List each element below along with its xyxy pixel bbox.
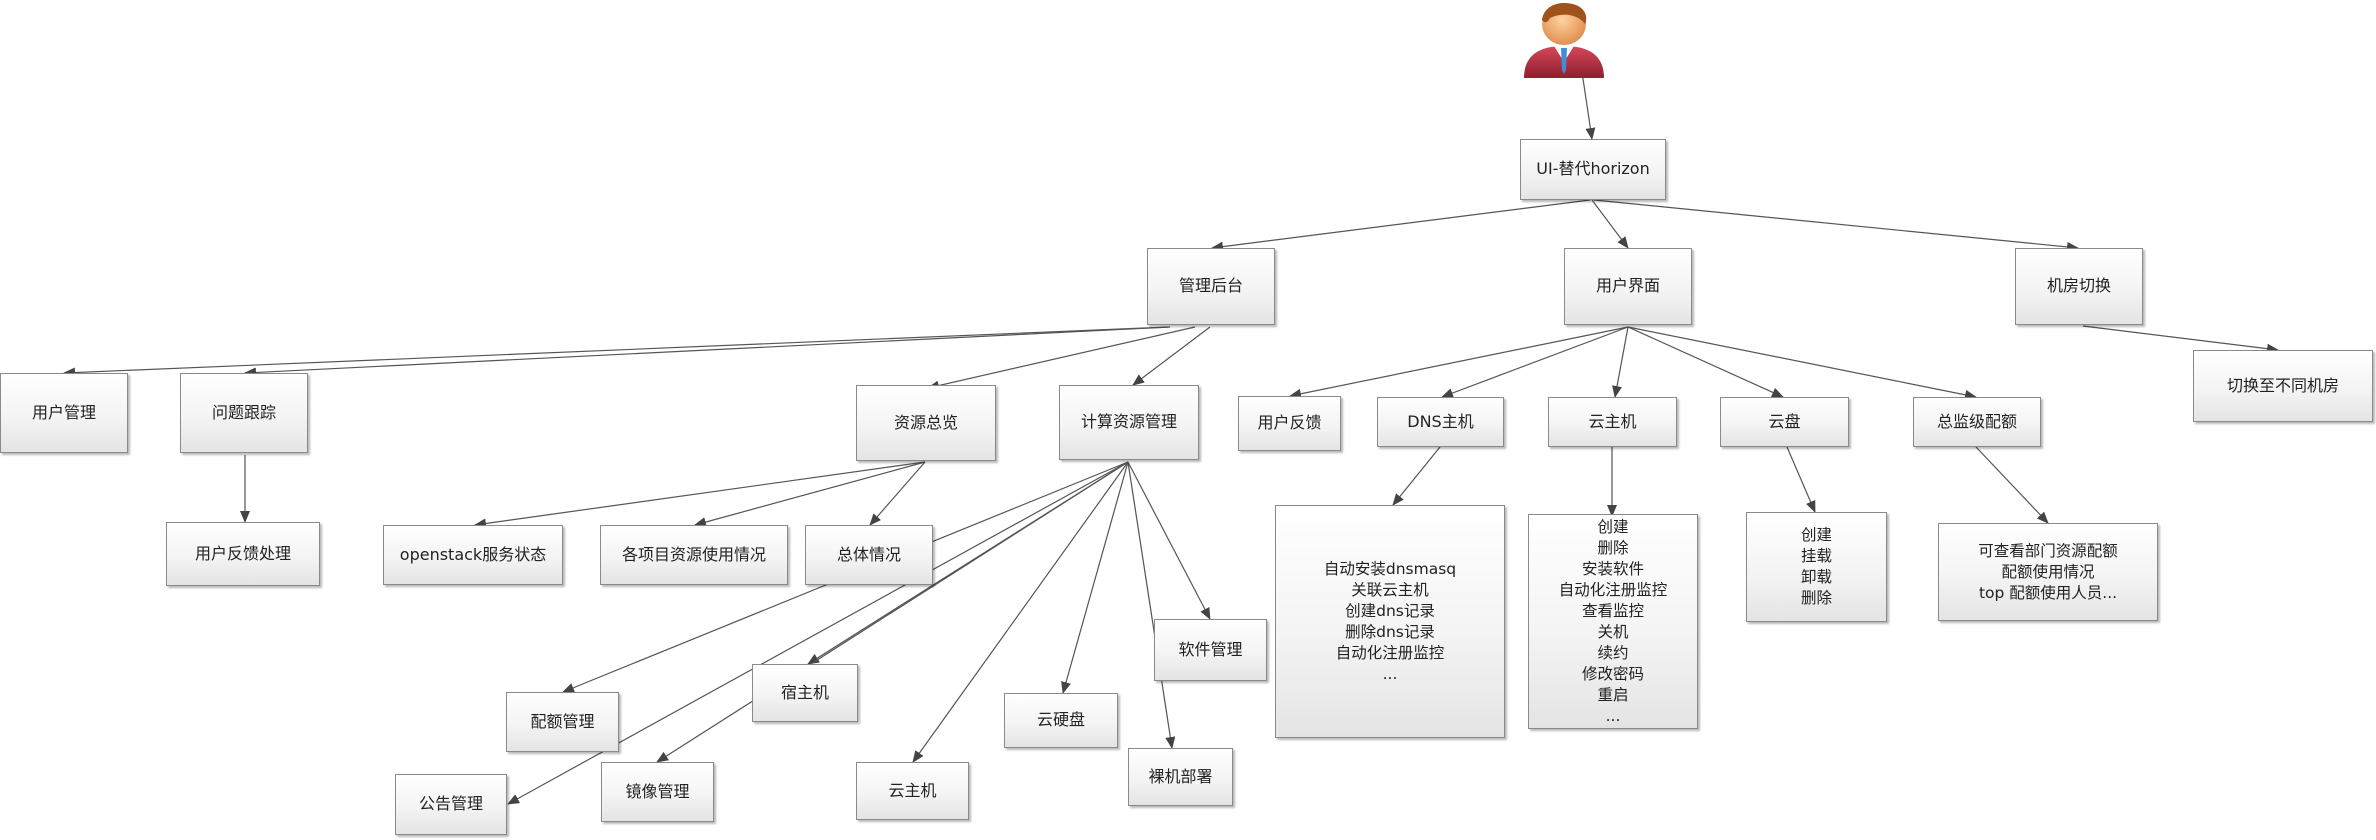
user-mgmt-node: 用户管理 bbox=[0, 373, 128, 453]
edge-compute-cloudhost bbox=[912, 461, 1129, 763]
dns-detail-item: 删除dns记录 bbox=[1345, 622, 1435, 641]
edge-compute-baremetal bbox=[1127, 461, 1176, 749]
disk-detail-item: 创建 bbox=[1800, 526, 1832, 544]
disk-detail-item: 删除 bbox=[1800, 589, 1832, 607]
admin-cloud-host-node: 云主机 bbox=[856, 762, 969, 820]
user-avatar-icon bbox=[1524, 2, 1604, 78]
host-detail-item: 修改密码 bbox=[1581, 664, 1644, 683]
host-detail-item: 重启 bbox=[1597, 685, 1629, 704]
host-machine-node: 宿主机 bbox=[752, 664, 858, 722]
room-switch-node: 机房切换 bbox=[2015, 248, 2143, 325]
host-detail-item: 创建 bbox=[1597, 517, 1629, 536]
feedback-handling-node: 用户反馈处理 bbox=[166, 522, 320, 586]
edge-disk-details bbox=[1786, 446, 1816, 513]
dns-details-node: 自动安装dnsmasq 关联云主机 创建dns记录 删除dns记录 自动化注册监… bbox=[1275, 505, 1505, 738]
disk-details-node: 创建 挂载 卸载 删除 bbox=[1746, 512, 1887, 622]
dns-host-node: DNS主机 bbox=[1377, 397, 1504, 447]
project-usage-node: 各项目资源使用情况 bbox=[600, 525, 788, 585]
host-detail-item: 续约 bbox=[1597, 643, 1629, 662]
edge-compute-image bbox=[656, 461, 1129, 763]
user-ui-node: 用户界面 bbox=[1564, 248, 1692, 325]
dns-detail-item: 自动化注册监控 bbox=[1335, 643, 1445, 662]
edge-user-disk bbox=[1627, 326, 1784, 398]
host-detail-item: 自动化注册监控 bbox=[1558, 580, 1668, 599]
host-detail-item: 关机 bbox=[1597, 622, 1629, 641]
edge-root-user bbox=[1591, 199, 1629, 249]
quota-detail-item: 可查看部门资源配额 bbox=[1978, 541, 2118, 560]
user-feedback-node: 用户反馈 bbox=[1238, 396, 1341, 451]
image-mgmt-node: 镜像管理 bbox=[601, 762, 714, 822]
dns-detail-item: 关联云主机 bbox=[1351, 580, 1429, 599]
edge-overview-overall bbox=[869, 461, 926, 526]
admin-node: 管理后台 bbox=[1147, 248, 1275, 325]
edge-user-dns bbox=[1441, 326, 1629, 398]
edge-overview-project bbox=[694, 461, 926, 527]
edge-quota-details bbox=[1975, 446, 2049, 524]
dns-detail-item: 创建dns记录 bbox=[1345, 601, 1435, 620]
quota-detail-item: top 配额使用人员... bbox=[1978, 583, 2118, 602]
host-detail-item: 查看监控 bbox=[1581, 601, 1644, 620]
bare-metal-node: 裸机部署 bbox=[1128, 748, 1233, 806]
host-details-node: 创建 删除 安装软件 自动化注册监控 查看监控 关机 续约 修改密码 重启 ..… bbox=[1528, 514, 1698, 729]
overall-node: 总体情况 bbox=[805, 525, 933, 585]
edge-root-room bbox=[1593, 199, 2079, 252]
edge-admin-issue bbox=[244, 326, 1171, 378]
root-node: UI-替代horizon bbox=[1520, 139, 1666, 200]
issue-tracking-node: 问题跟踪 bbox=[180, 373, 308, 453]
edge-avatar-root bbox=[1581, 71, 1596, 140]
quota-detail-item: 配额使用情况 bbox=[2001, 562, 2095, 581]
disk-detail-item: 卸载 bbox=[1800, 568, 1832, 586]
host-detail-item: 删除 bbox=[1597, 538, 1629, 557]
edge-user-host bbox=[1612, 326, 1629, 398]
cloud-disk-node: 云硬盘 bbox=[1004, 693, 1118, 748]
edge-admin-user-mgmt bbox=[63, 326, 1169, 378]
user-cloud-host-node: 云主机 bbox=[1548, 397, 1677, 447]
edge-dns-details bbox=[1392, 446, 1441, 506]
edge-root-admin bbox=[1211, 199, 1591, 252]
compute-mgmt-node: 计算资源管理 bbox=[1059, 385, 1199, 460]
disk-detail-item: 挂载 bbox=[1800, 547, 1832, 565]
edge-room-switch bbox=[2082, 325, 2279, 354]
edge-admin-overview bbox=[927, 326, 1196, 391]
host-detail-item: ... bbox=[1605, 706, 1621, 725]
quota-details-node: 可查看部门资源配额 配额使用情况 top 配额使用人员... bbox=[1938, 523, 2158, 621]
switch-room-node: 切换至不同机房 bbox=[2193, 350, 2373, 422]
announcement-mgmt-node: 公告管理 bbox=[395, 774, 507, 835]
edge-user-quota bbox=[1627, 326, 1977, 400]
software-mgmt-node: 软件管理 bbox=[1154, 619, 1267, 681]
director-quota-node: 总监级配额 bbox=[1913, 397, 2041, 447]
edge-overview-openstack bbox=[474, 461, 926, 529]
edge-compute-software bbox=[1127, 461, 1211, 620]
edge-user-feedback bbox=[1289, 326, 1629, 399]
dns-detail-item: 自动安装dnsmasq bbox=[1323, 559, 1457, 578]
dns-detail-item: ... bbox=[1382, 664, 1398, 683]
quota-mgmt-node: 配额管理 bbox=[506, 692, 619, 752]
resource-overview-node: 资源总览 bbox=[856, 385, 996, 461]
host-detail-item: 安装软件 bbox=[1581, 559, 1644, 578]
edge-compute-announcement bbox=[507, 461, 1129, 805]
openstack-status-node: openstack服务状态 bbox=[383, 525, 563, 585]
user-cloud-disk-node: 云盘 bbox=[1720, 397, 1849, 447]
edge-compute-disk bbox=[1061, 461, 1129, 694]
edge-admin-compute bbox=[1132, 326, 1211, 386]
